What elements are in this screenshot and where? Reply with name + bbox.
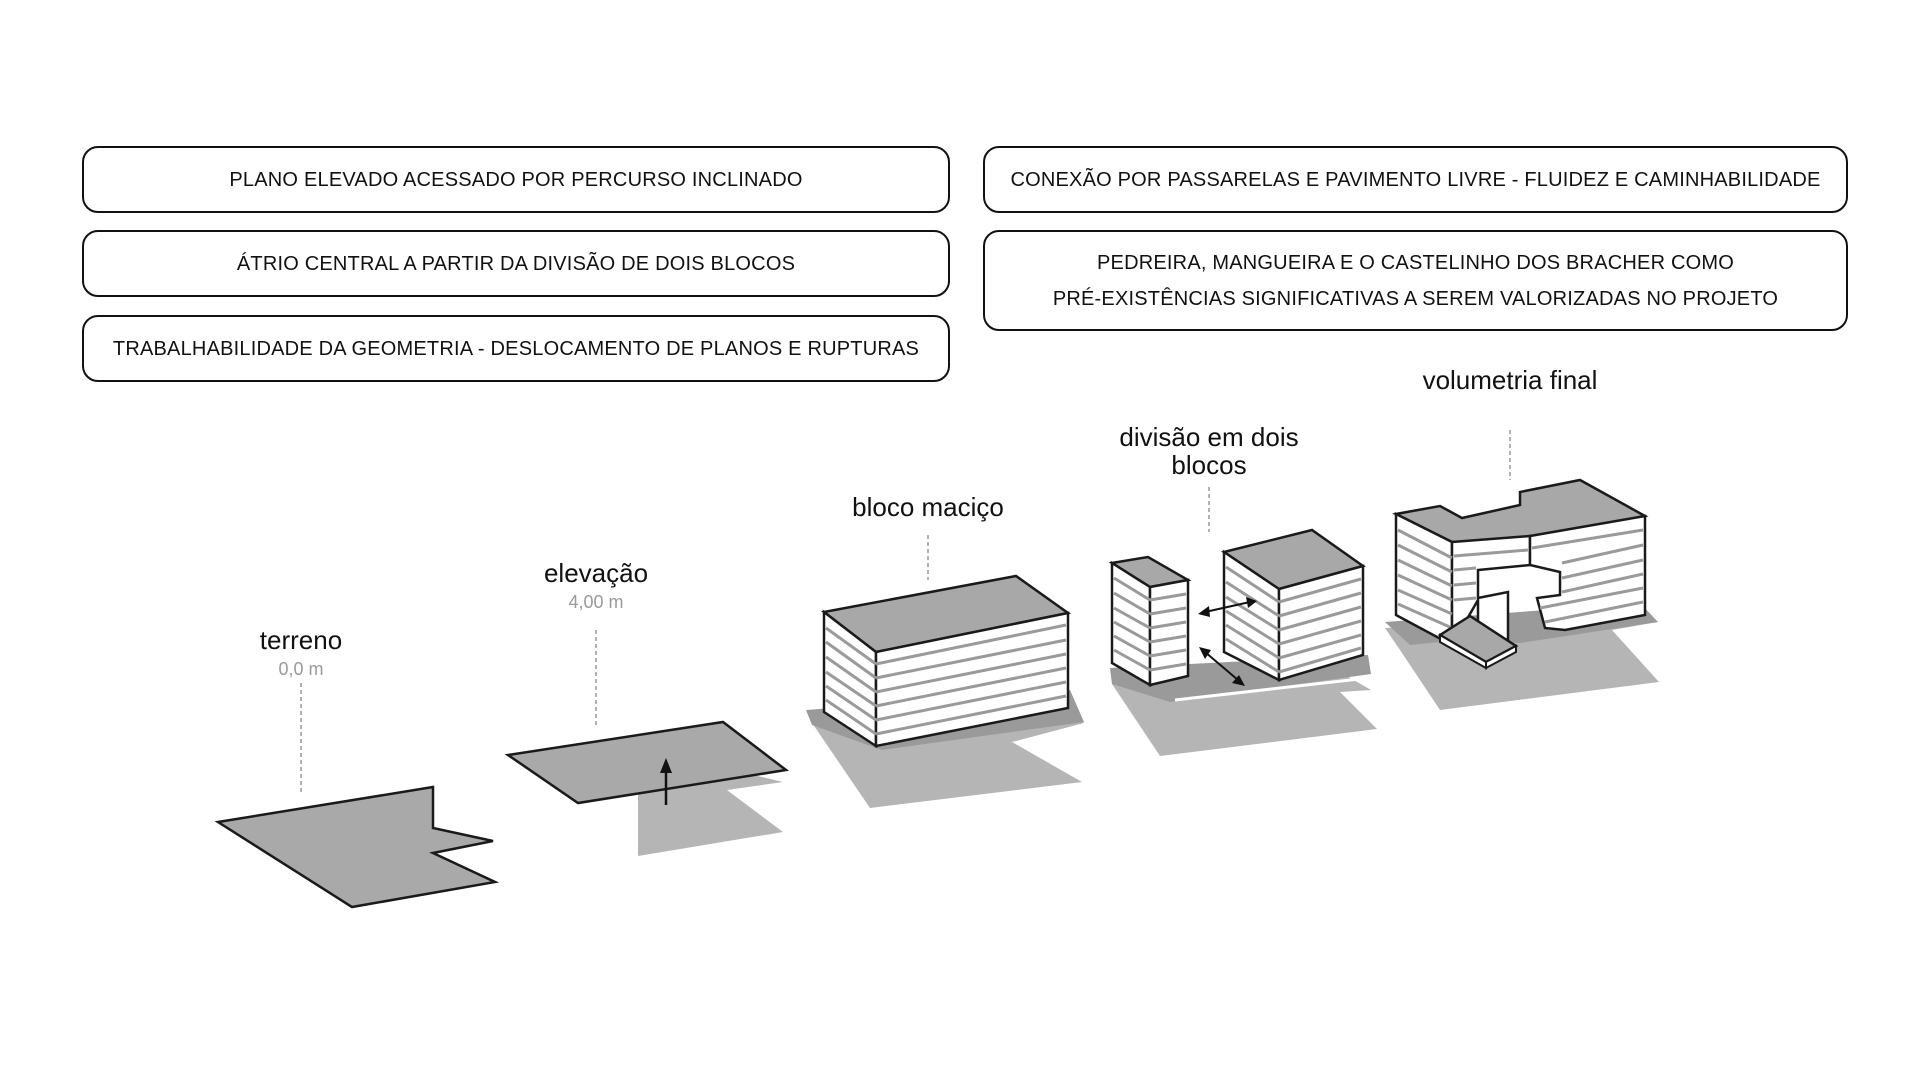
- elevacao-plane: [504, 720, 790, 805]
- concept-text: CONEXÃO POR PASSARELAS E PAVIMENTO LIVRE…: [1010, 168, 1821, 191]
- concept-text: ÁTRIO CENTRAL A PARTIR DA DIVISÃO DE DOI…: [236, 252, 796, 275]
- concept-box-elevated-plane: PLANO ELEVADO ACESSADO POR PERCURSO INCL…: [82, 146, 950, 213]
- concept-text: TRABALHABILIDADE DA GEOMETRIA - DESLOCAM…: [112, 337, 920, 360]
- stage-label-volumetria-final: volumetria final: [1422, 365, 1598, 395]
- concept-box-connection: CONEXÃO POR PASSARELAS E PAVIMENTO LIVRE…: [983, 146, 1848, 213]
- stage-sublabel-elevacao: 4,00 m: [568, 592, 624, 612]
- bloco-macico: [821, 574, 1072, 749]
- stage-label-divisao-line2: blocos: [1171, 450, 1247, 480]
- divisao-block-left: [1108, 555, 1192, 688]
- stage-label-terreno: terreno: [259, 625, 343, 655]
- concept-text-line1: PEDREIRA, MANGUEIRA E O CASTELINHO DOS B…: [1097, 251, 1734, 274]
- double-arrow-diagonal-icon: [1199, 647, 1245, 686]
- volumetria-final: [1392, 478, 1649, 670]
- divisao-block-right: [1220, 528, 1366, 683]
- elevacao-shadow: [638, 768, 783, 856]
- stage-label-elevacao: elevação: [543, 558, 649, 588]
- concept-text-line2: PRÉ-EXISTÊNCIAS SIGNIFICATIVAS A SEREM V…: [1052, 287, 1779, 310]
- terreno-plane: [214, 785, 500, 909]
- stage-label-bloco-macico: bloco maciço: [852, 492, 1004, 522]
- stage-label-divisao-line1: divisão em dois: [1119, 422, 1299, 452]
- concept-box-geometry: TRABALHABILIDADE DA GEOMETRIA - DESLOCAM…: [82, 315, 950, 382]
- double-arrow-icon: [1198, 597, 1257, 617]
- concept-text: PLANO ELEVADO ACESSADO POR PERCURSO INCL…: [229, 168, 803, 191]
- up-arrow-icon: [660, 758, 672, 805]
- leader-lines: [300, 430, 1511, 792]
- concept-box-central-atrium: ÁTRIO CENTRAL A PARTIR DA DIVISÃO DE DOI…: [82, 230, 950, 297]
- stage-sublabel-terreno: 0,0 m: [278, 659, 324, 679]
- concept-box-pre-existences: PEDREIRA, MANGUEIRA E O CASTELINHO DOS B…: [983, 230, 1848, 331]
